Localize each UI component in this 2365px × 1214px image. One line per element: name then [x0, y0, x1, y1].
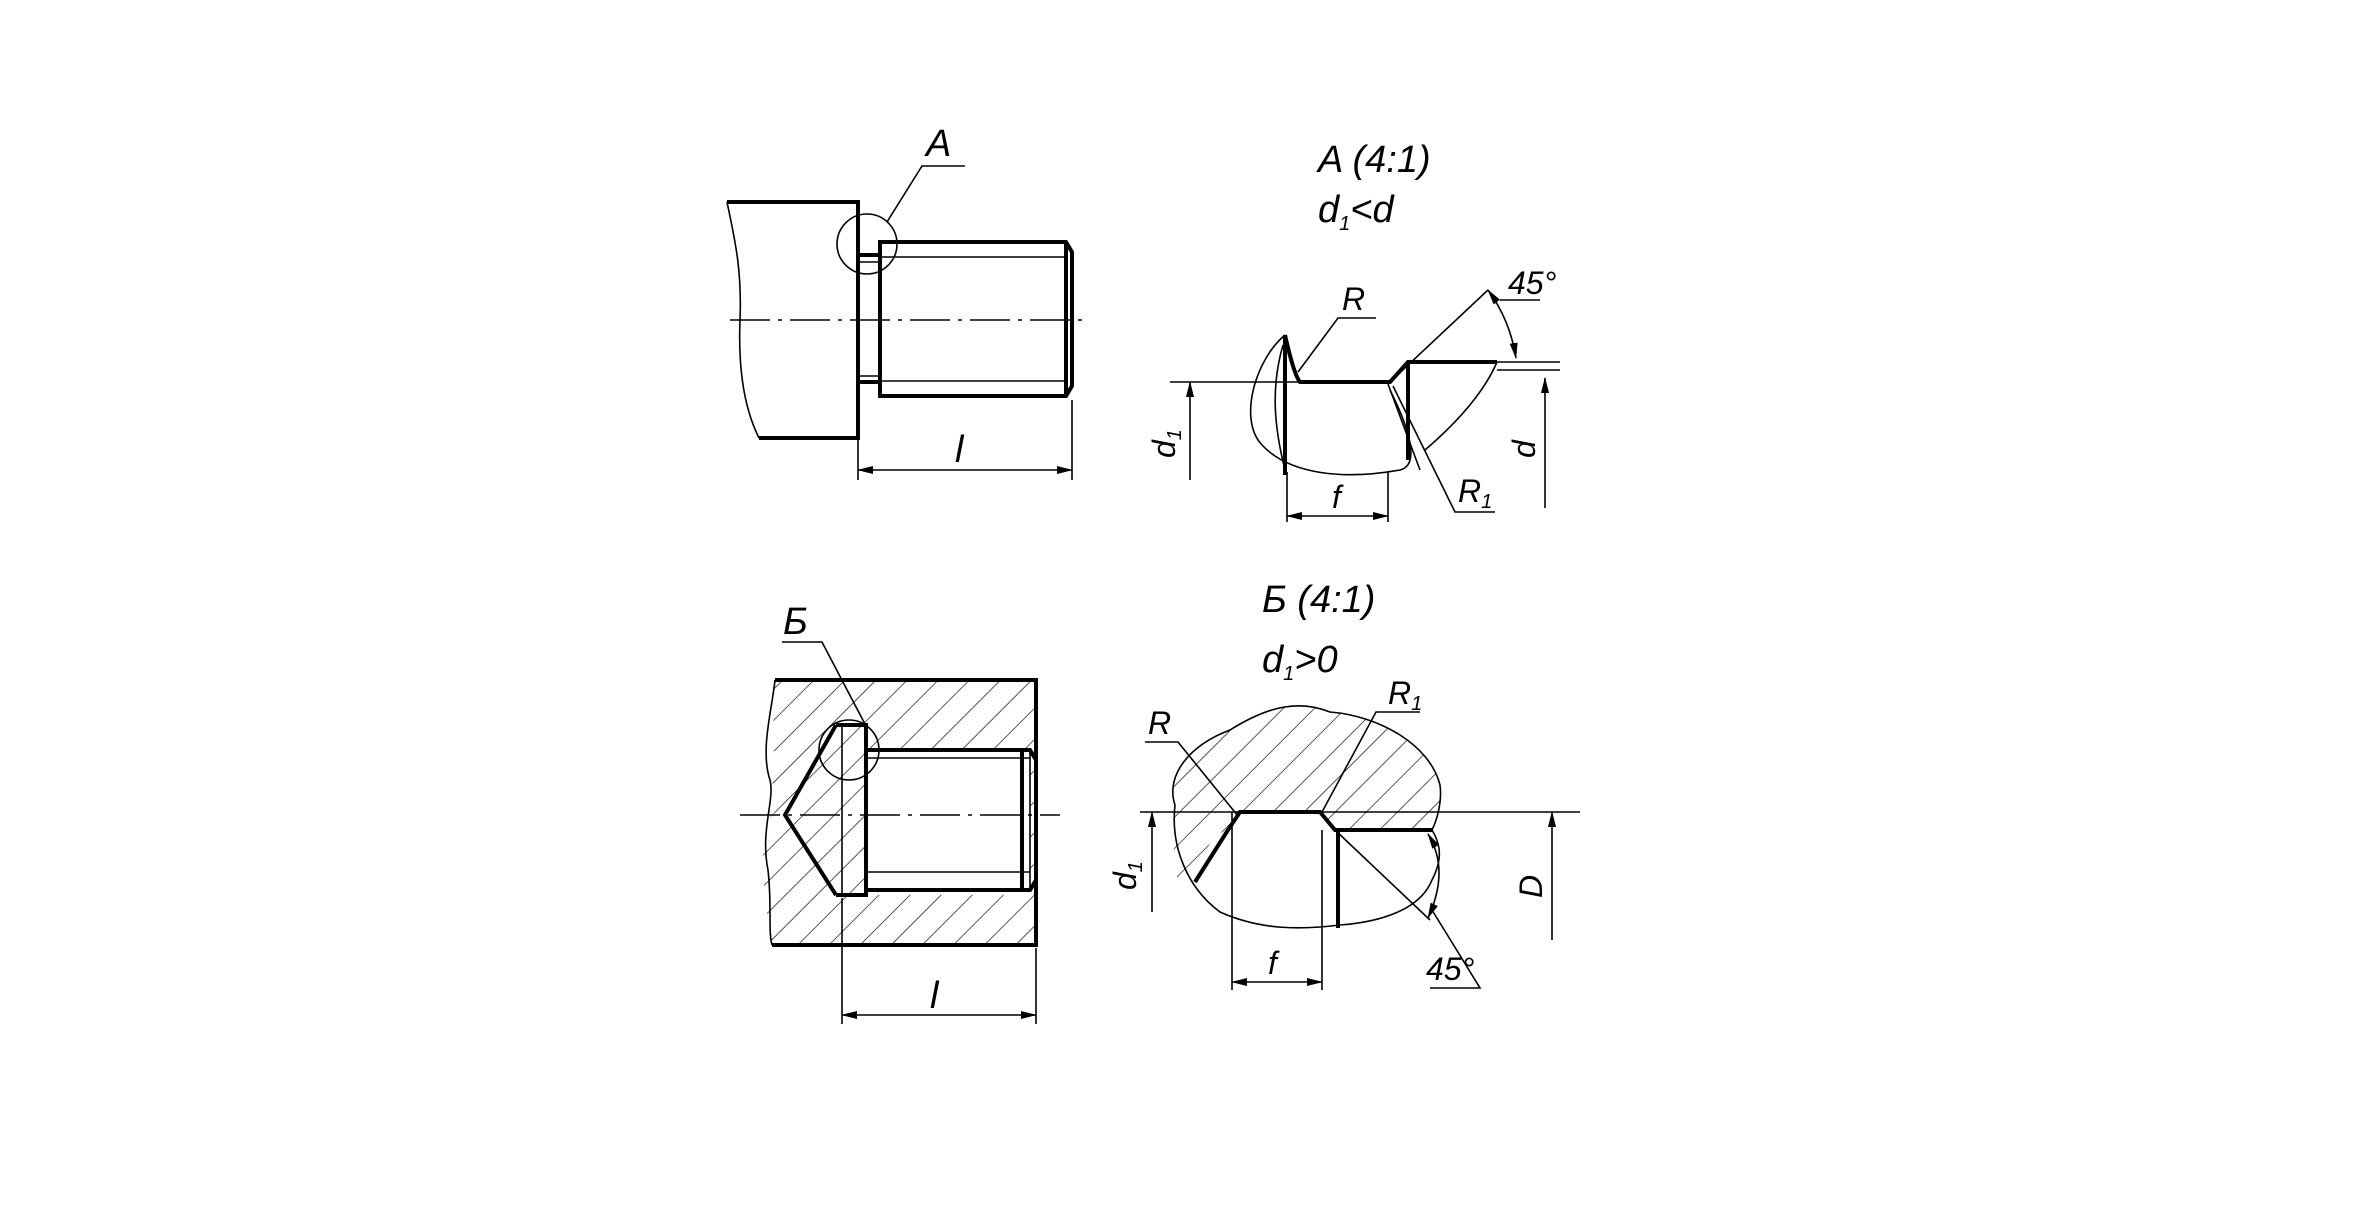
detail-b-radius-r1: R1: [1388, 675, 1422, 715]
callout-circle-b: [818, 719, 880, 781]
shaft-thread-view: A l: [726, 123, 1090, 480]
detail-a-radius-r: R: [1342, 281, 1365, 317]
detail-a-condition: d1<d: [1318, 189, 1395, 235]
detail-b-radius-r: R: [1148, 705, 1171, 741]
hole-thread-view: Б l: [740, 601, 1060, 1024]
detail-a-title: A (4:1): [1316, 139, 1431, 181]
detail-a-angle: 45°: [1508, 265, 1557, 301]
detail-a-dim-f: f: [1332, 479, 1344, 515]
detail-a-dim-d: d: [1506, 439, 1542, 458]
detail-b-dim-f: f: [1268, 945, 1280, 981]
callout-label-a: A: [924, 123, 951, 165]
detail-a-view: A (4:1) d1<d 45° R R1 d1 d: [1146, 139, 1560, 522]
detail-b-view: Б (4:1) d1>0 45° R R1 d1 D f: [1107, 579, 1580, 990]
detail-a-dim-d1: d1: [1146, 429, 1186, 458]
dim-l-bottom: l: [930, 975, 940, 1017]
detail-a-radius-r1: R1: [1458, 473, 1492, 513]
detail-b-angle: 45°: [1426, 951, 1475, 987]
detail-b-condition: d1>0: [1262, 639, 1338, 685]
detail-b-dim-D: D: [1513, 875, 1549, 898]
dim-l-top: l: [955, 429, 965, 471]
detail-b-dim-d1: d1: [1107, 861, 1147, 890]
callout-label-b: Б: [783, 601, 808, 643]
detail-b-title: Б (4:1): [1262, 579, 1375, 621]
callout-circle-a: [836, 213, 898, 275]
